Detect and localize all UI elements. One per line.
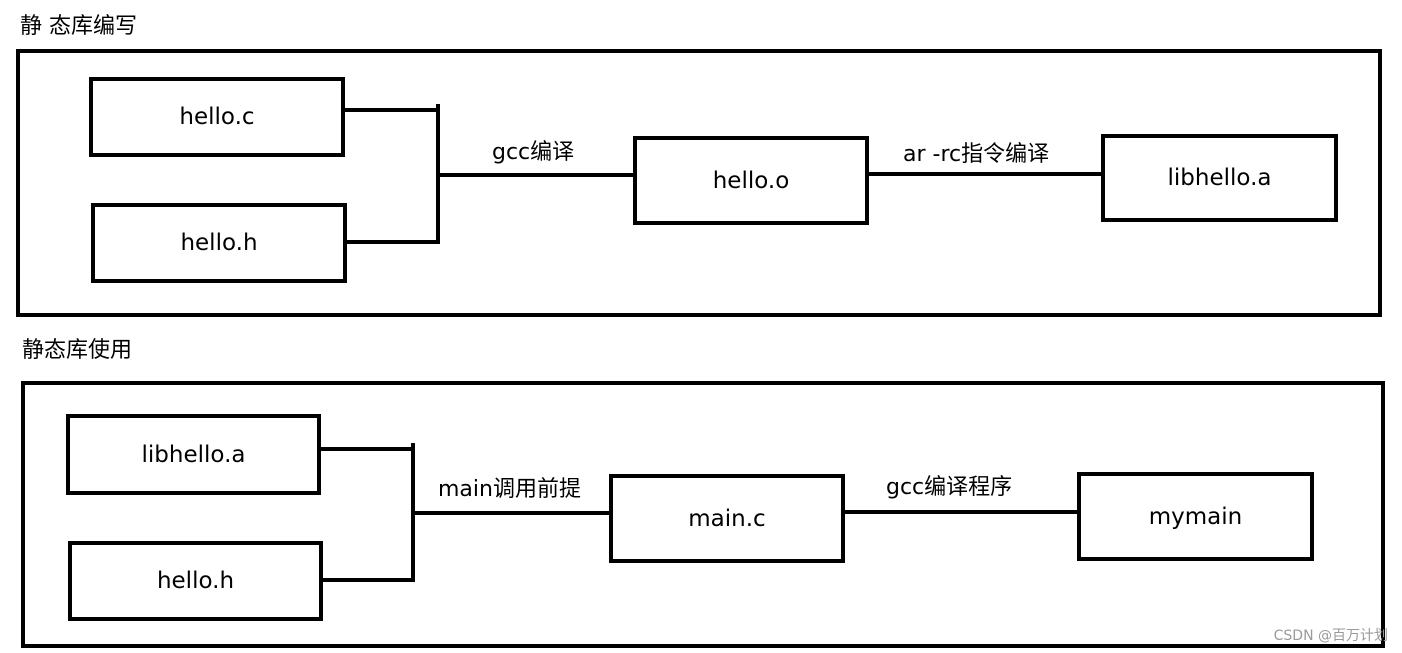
connector-to-main-c — [415, 511, 611, 515]
node-mymain-label: mymain — [1148, 503, 1243, 530]
edge-label-gcc-compile: gcc编译 — [492, 140, 575, 165]
connector-to-mymain — [845, 510, 1079, 514]
section-title-use: 静态库使用 — [22, 338, 133, 363]
node-libhello-a-input: libhello.a — [66, 414, 321, 495]
connector-hello-h — [347, 240, 440, 244]
connector-to-libhello-a — [869, 172, 1103, 176]
node-hello-h-use-label: hello.h — [156, 568, 235, 594]
node-hello-h: hello.h — [91, 203, 347, 283]
connector-to-hello-o — [440, 173, 635, 177]
node-libhello-a-output-label: libhello.a — [1167, 165, 1272, 191]
edge-label-main-prereq: main调用前提 — [438, 477, 581, 502]
node-libhello-a-input-label: libhello.a — [141, 441, 246, 468]
node-hello-c: hello.c — [89, 77, 345, 157]
node-hello-o-label: hello.o — [712, 167, 790, 194]
node-hello-h-use: hello.h — [68, 541, 323, 621]
node-hello-h-label: hello.h — [180, 230, 258, 256]
node-main-c-label: main.c — [688, 505, 766, 532]
node-mymain: mymain — [1077, 472, 1314, 561]
connector-hello-c — [345, 108, 440, 112]
edge-label-gcc-compile-program: gcc编译程序 — [886, 475, 1013, 500]
section-title-build: 静 态库编写 — [20, 14, 137, 39]
node-hello-c-label: hello.c — [179, 104, 255, 130]
node-hello-o: hello.o — [633, 136, 869, 225]
connector-libhello-a — [321, 447, 415, 451]
merge-bar-build — [436, 104, 440, 244]
node-libhello-a-output: libhello.a — [1101, 134, 1338, 222]
merge-bar-use — [411, 443, 415, 582]
node-main-c: main.c — [609, 474, 845, 563]
watermark: CSDN @百万计划 — [1273, 628, 1388, 644]
connector-hello-h-use — [323, 578, 415, 582]
edge-label-ar-rc: ar -rc指令编译 — [903, 142, 1050, 167]
